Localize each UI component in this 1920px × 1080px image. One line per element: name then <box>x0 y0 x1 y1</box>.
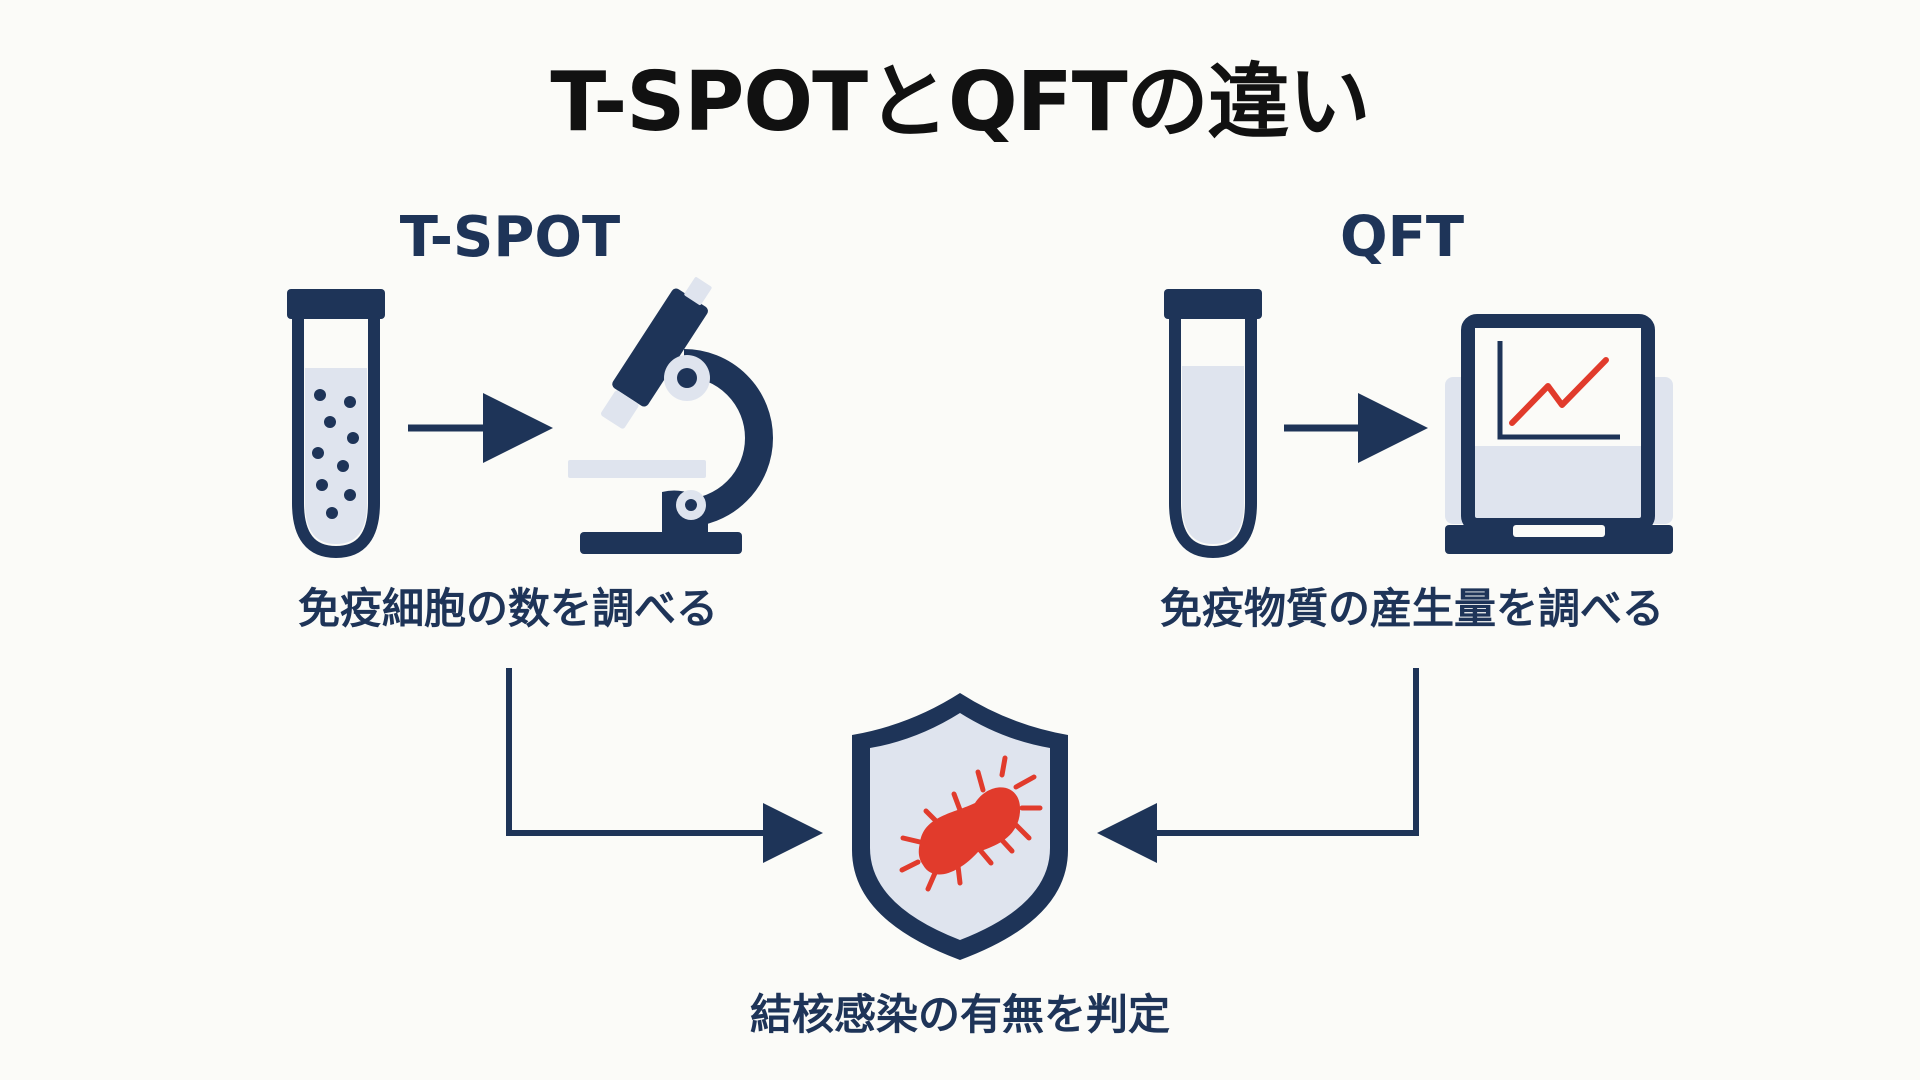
microscope-icon <box>568 277 773 554</box>
page-title: T-SPOTとQFTの違い <box>550 55 1370 150</box>
tspot-title: T-SPOT <box>399 205 621 270</box>
qft-connector-arrow <box>1097 668 1419 863</box>
test-tube-icon <box>1164 289 1262 558</box>
tspot-description: 免疫細胞の数を調べる <box>297 584 719 633</box>
monitor-chart-icon <box>1445 314 1673 554</box>
shield-bacteria-icon <box>852 693 1068 960</box>
result-label: 結核感染の有無を判定 <box>749 990 1171 1039</box>
tspot-connector-arrow <box>506 668 823 863</box>
qft-title: QFT <box>1339 205 1465 270</box>
qft-description: 免疫物質の産生量を調べる <box>1159 584 1665 633</box>
test-tube-with-cells-icon <box>287 289 385 558</box>
